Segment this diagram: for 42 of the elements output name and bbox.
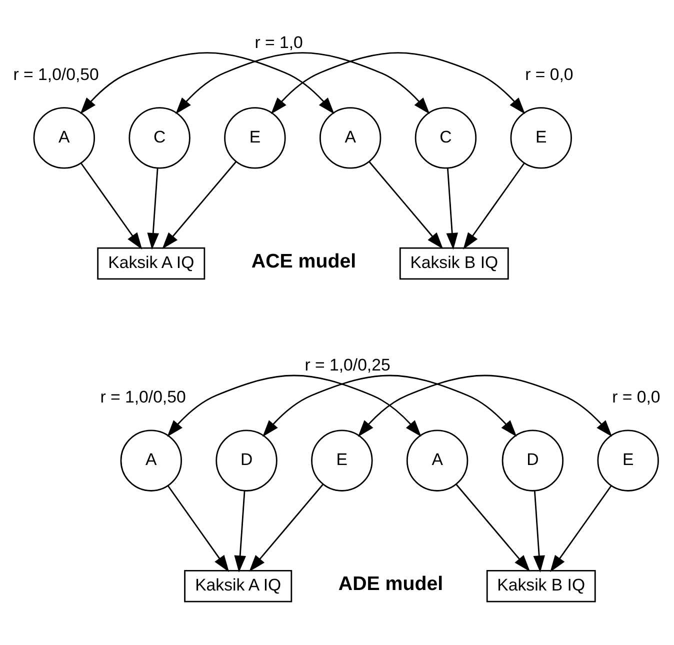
edge-label: r = 0,0 bbox=[612, 387, 660, 406]
arrow bbox=[463, 162, 525, 249]
arrow bbox=[147, 168, 160, 250]
node-box: Kaksik B IQ bbox=[399, 246, 509, 280]
node-box: Kaksik B IQ bbox=[486, 570, 596, 602]
node-circle: D bbox=[502, 429, 564, 491]
node-circle: E bbox=[597, 429, 659, 491]
arrow bbox=[456, 484, 530, 572]
arrow bbox=[176, 52, 430, 114]
node-circle: A bbox=[406, 429, 468, 491]
arrow bbox=[234, 490, 246, 572]
arrow bbox=[550, 484, 612, 572]
node-circle: C bbox=[414, 106, 477, 168]
node-circle: E bbox=[510, 106, 572, 168]
label: ACE mudel bbox=[251, 250, 356, 272]
arrow bbox=[249, 484, 324, 572]
arrow bbox=[162, 160, 236, 249]
label: ADE mudel bbox=[338, 572, 444, 594]
arrow bbox=[446, 168, 458, 250]
arrow bbox=[167, 484, 230, 572]
node-circle: E bbox=[224, 106, 286, 168]
node-circle: A bbox=[319, 106, 382, 168]
arrow bbox=[80, 162, 142, 249]
arrow bbox=[262, 374, 517, 436]
arrow bbox=[368, 160, 444, 249]
node-circle: C bbox=[128, 106, 190, 168]
node-circle: A bbox=[33, 106, 96, 168]
node-circle: D bbox=[216, 429, 278, 491]
edge-label: r = 1,0/0,25 bbox=[304, 355, 390, 374]
arrow bbox=[533, 490, 545, 572]
edge-label: r = 1,0/0,50 bbox=[100, 387, 186, 406]
arrow bbox=[358, 374, 612, 436]
arrow bbox=[270, 52, 526, 114]
node-circle: A bbox=[120, 429, 182, 491]
arrow bbox=[167, 374, 422, 436]
edge-label: r = 1,0/0,50 bbox=[13, 64, 99, 84]
node-box: Kaksik A IQ bbox=[97, 246, 206, 280]
node-box: Kaksik A IQ bbox=[184, 570, 292, 602]
edge-label: r = 1,0 bbox=[254, 32, 303, 52]
edge-label: r = 0,0 bbox=[525, 64, 574, 84]
arrow bbox=[80, 52, 334, 114]
node-circle: E bbox=[311, 429, 373, 491]
